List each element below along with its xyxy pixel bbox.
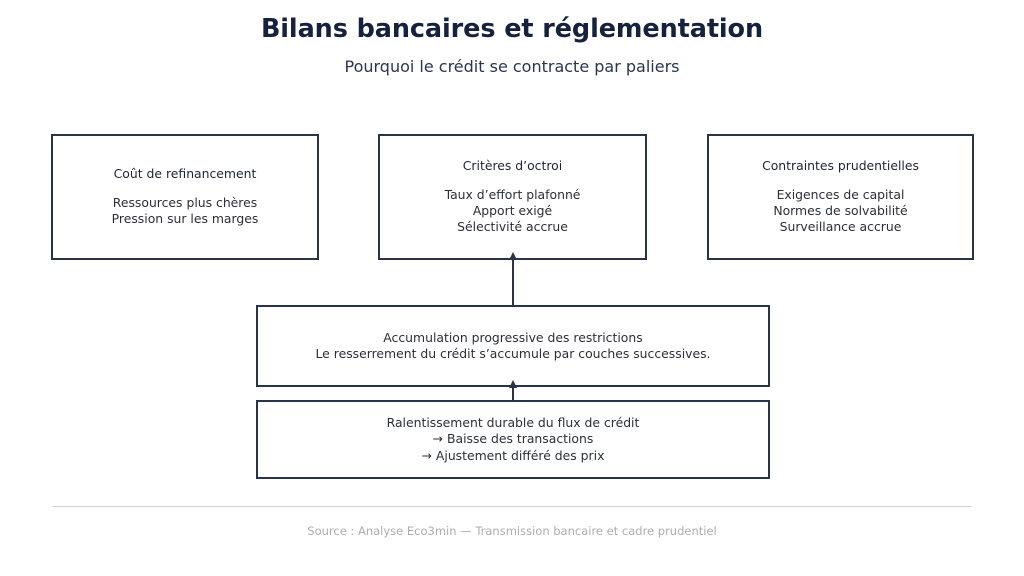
box-line: Apport exigé: [472, 203, 553, 219]
box-line: Normes de solvabilité: [773, 203, 908, 219]
box-line: Surveillance accrue: [779, 219, 902, 235]
arrow-shaft: [512, 259, 514, 306]
box-body: Ressources plus chères Pression sur les …: [112, 195, 259, 228]
arrow-head: [508, 380, 517, 388]
box-line: → Baisse des transactions: [432, 431, 594, 447]
box-body: Exigences de capital Normes de solvabili…: [773, 187, 907, 236]
box-criteres-doctroi: Critères d’octroi Taux d’effort plafonné…: [378, 134, 647, 260]
box-accumulation-progressive: Accumulation progressive des restriction…: [256, 305, 770, 387]
box-heading: Contraintes prudentielles: [762, 158, 919, 174]
box-body: Taux d’effort plafonné Apport exigé Séle…: [445, 187, 581, 236]
box-line: Exigences de capital: [776, 186, 905, 202]
arrow-shaft: [512, 387, 514, 401]
page-title: Bilans bancaires et réglementation: [260, 14, 764, 44]
box-line: Le resserrement du crédit s’accumule par…: [315, 346, 711, 361]
box-ralentissement-flux-credit: Ralentissement durable du flux de crédit…: [256, 400, 770, 479]
box-heading: Coût de refinancement: [113, 166, 257, 182]
box-body: Ralentissement durable du flux de crédit…: [387, 415, 640, 464]
box-body: Accumulation progressive des restriction…: [316, 330, 711, 363]
box-line: Sélectivité accrue: [457, 219, 568, 235]
box-line: Accumulation progressive des restriction…: [383, 329, 643, 345]
box-line: Ralentissement durable du flux de crédit: [386, 414, 640, 430]
box-cout-de-refinancement: Coût de refinancement Ressources plus ch…: [51, 134, 319, 260]
box-heading: Critères d’octroi: [462, 158, 563, 174]
source-caption: Source : Analyse Eco3min — Transmission …: [307, 524, 717, 538]
box-line: → Ajustement différé des prix: [421, 447, 605, 463]
arrow-head: [508, 252, 517, 260]
box-line: Taux d’effort plafonné: [444, 186, 581, 202]
footer-divider: [52, 506, 972, 507]
page-subtitle: Pourquoi le crédit se contracte par pali…: [344, 57, 680, 76]
box-contraintes-prudentielles: Contraintes prudentielles Exigences de c…: [707, 134, 974, 260]
box-line: Pression sur les marges: [111, 211, 259, 227]
box-line: Ressources plus chères: [112, 194, 258, 210]
